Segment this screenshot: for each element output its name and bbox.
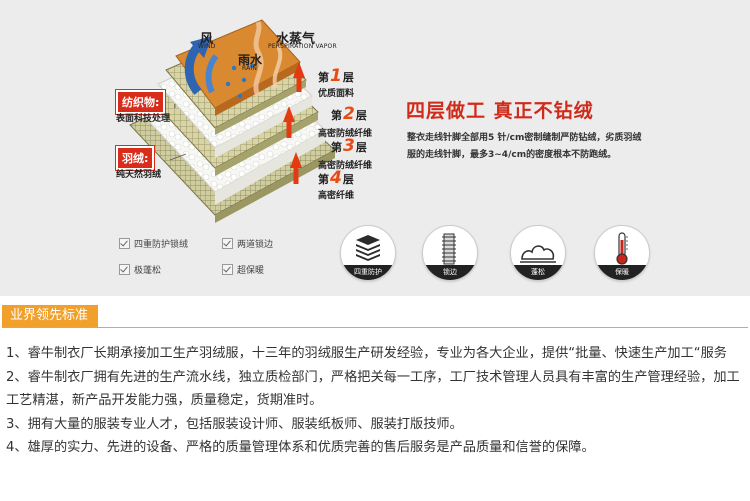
section-header: 业界领先标准 — [2, 305, 748, 328]
layers-icon — [356, 235, 380, 261]
layer-3-sub: 高密防绒纤维 — [318, 161, 373, 171]
feature-label: 保暖 — [595, 265, 649, 280]
thermometer-icon — [616, 232, 628, 265]
feature-fluffy: 蓬松 — [510, 225, 566, 281]
fabric-sub: 表面科技处理 — [116, 114, 171, 124]
vapor-label-en: PERSPIRATION VAPOR — [268, 43, 337, 50]
cloud-icon — [520, 245, 556, 263]
check-item: 极蓬松 — [119, 263, 161, 276]
down-sub: 纯天然羽绒 — [116, 170, 162, 180]
feature-label: 锁边 — [423, 265, 477, 280]
layer-diagram: 风 WIND 雨水 RAIN 水蒸气 PERSPIRATION VAPOR 第1… — [0, 0, 420, 230]
feature-label: 四重防护 — [341, 265, 395, 280]
feature-label: 蓬松 — [511, 265, 565, 280]
layer-1-label: 第1层 优质面料 — [318, 66, 355, 99]
list-item: 3、拥有大量的服装专业人才，包括服装设计师、服装纸板师、服装打版技师。 — [6, 416, 463, 432]
section-title: 业界领先标准 — [2, 305, 99, 327]
layer-3-label: 第3层 — [331, 136, 367, 156]
wind-label-en: WIND — [198, 43, 216, 50]
wind-label: 风 — [200, 32, 214, 47]
vapor-label: 水蒸气 — [276, 32, 316, 47]
layer-4-label: 第4层 高密纤维 — [318, 168, 355, 201]
layer-2-label: 第2层 — [331, 104, 367, 124]
rain-label: 雨水 — [238, 53, 263, 67]
fabric-badge: 纺织物: — [116, 90, 166, 114]
check-item: 两道锁边 — [222, 237, 273, 250]
check-item: 四重防护锁绒 — [119, 237, 188, 250]
description: 整衣走线针脚全部用5 针/cm密制缝制严防钻绒，劣质羽绒服的走线针脚，最多3~4… — [407, 133, 642, 160]
list-item: 2、睿牛制衣厂拥有先进的生产流水线，独立质检部门，严格把关每一工序，工厂技术管理… — [6, 369, 740, 409]
list-item: 1、睿牛制衣厂长期承接加工生产羽绒服，十三年的羽绒服生产研发经验，专业为各大企业… — [6, 346, 727, 361]
checkbox-icon — [119, 238, 130, 249]
feature-four-layer: 四重防护 — [340, 225, 396, 281]
feature-hemming: 锁边 — [422, 225, 478, 281]
layer-2-sub: 高密防绒纤维 — [318, 129, 373, 139]
headline: 四层做工 真正不钻绒 — [406, 100, 594, 122]
feature-warm: 保暖 — [594, 225, 650, 281]
checkbox-icon — [222, 264, 233, 275]
fabric-layers-illustration — [129, 19, 336, 223]
check-item: 超保暖 — [222, 263, 264, 276]
checkbox-icon — [222, 238, 233, 249]
checkbox-icon — [119, 264, 130, 275]
product-banner: 风 WIND 雨水 RAIN 水蒸气 PERSPIRATION VAPOR 第1… — [0, 0, 750, 296]
rain-label-en: RAIN — [242, 65, 258, 72]
list-item: 4、雄厚的实力、先进的设备、严格的质量管理体系和优质完善的售后服务是产品质量和信… — [6, 440, 595, 455]
standards-list: 1、睿牛制衣厂长期承接加工生产羽绒服，十三年的羽绒服生产研发经验，专业为各大企业… — [6, 342, 744, 460]
stitch-icon — [442, 233, 456, 265]
down-badge: 羽绒: — [116, 146, 155, 170]
